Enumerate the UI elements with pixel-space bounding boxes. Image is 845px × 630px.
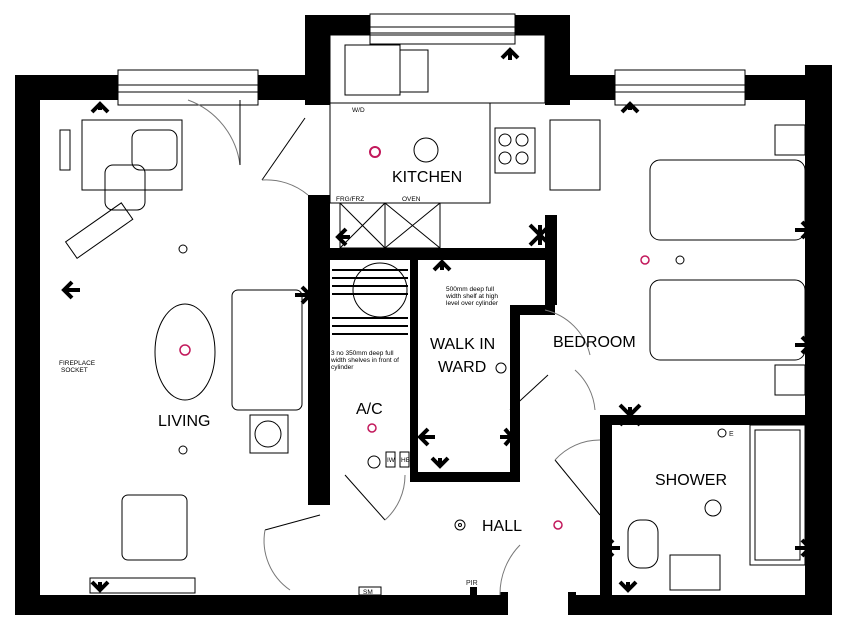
- kitchen-units: [329, 34, 546, 249]
- room-label-living: LIVING: [158, 413, 210, 430]
- shower-fittings: [627, 424, 806, 591]
- label-iw: IW: [387, 457, 396, 464]
- living-furniture: [59, 119, 303, 594]
- label-extract: E: [729, 431, 734, 438]
- ceiling-light-icon: [640, 255, 650, 265]
- note-shelves: width shelves in front of: [330, 357, 399, 364]
- label-fireplace-socket: SOCKET: [61, 367, 88, 374]
- hob: [494, 127, 536, 174]
- armchair: [104, 164, 146, 211]
- desk: [81, 119, 183, 191]
- hot-water-cylinder: [352, 262, 408, 318]
- extractor-fan-icon: [413, 137, 439, 163]
- room-label-kitchen: KITCHEN: [392, 169, 462, 186]
- toilet: [627, 519, 659, 569]
- label-fridge-freezer: FRG/FRZ: [336, 196, 364, 203]
- sofa: [231, 289, 303, 411]
- ceiling-light-icon: [553, 520, 563, 530]
- living-window: [117, 69, 259, 106]
- room-label-walk-in-ward-2: WARD: [438, 359, 486, 376]
- windows: [117, 13, 746, 106]
- label-oven: OVEN: [402, 196, 421, 203]
- doors: [187, 99, 601, 596]
- room-label-ac: A/C: [356, 401, 383, 418]
- note-high-shelf: width shelf at high: [445, 293, 498, 300]
- label-pir: PIR: [466, 580, 478, 587]
- note-high-shelf: 500mm deep full: [446, 286, 495, 293]
- coffee-table: [154, 303, 216, 401]
- shower-tray: [749, 424, 806, 566]
- arrow-markers: [61, 47, 813, 593]
- bed: [649, 159, 806, 241]
- armchair: [121, 494, 188, 561]
- note-shelves: cylinder: [331, 364, 354, 371]
- room-label-hall: HALL: [482, 518, 522, 535]
- kitchen-window: [369, 13, 516, 45]
- label-smoke-meter: SM: [363, 589, 373, 596]
- bedroom-window: [614, 69, 746, 106]
- ceiling-light-icon: [367, 423, 377, 433]
- sink: [399, 49, 429, 93]
- fixtures: [358, 255, 685, 596]
- interior-walls: [308, 195, 810, 615]
- label-fireplace-socket: FIREPLACE: [59, 360, 96, 367]
- label-washer-dryer: W/D: [352, 107, 365, 114]
- room-label-walk-in-ward: WALK IN: [430, 336, 495, 353]
- outer-walls: [15, 15, 832, 615]
- note-shelves: 3 no 350mm deep full: [331, 350, 394, 357]
- bedroom-furniture: [549, 119, 806, 396]
- bed: [649, 279, 806, 361]
- label-hb: HB: [401, 457, 410, 464]
- armchair: [131, 129, 178, 171]
- basin: [669, 554, 721, 591]
- ceiling-light-icon: [369, 146, 381, 158]
- room-label-shower: SHOWER: [655, 472, 727, 489]
- cylinder-cupboard: [332, 262, 408, 335]
- room-label-bedroom: BEDROOM: [553, 334, 636, 351]
- record-player: [249, 414, 289, 454]
- shower-drain: [704, 499, 722, 517]
- tv-unit: [64, 202, 134, 259]
- note-high-shelf: level over cylinder: [446, 300, 499, 307]
